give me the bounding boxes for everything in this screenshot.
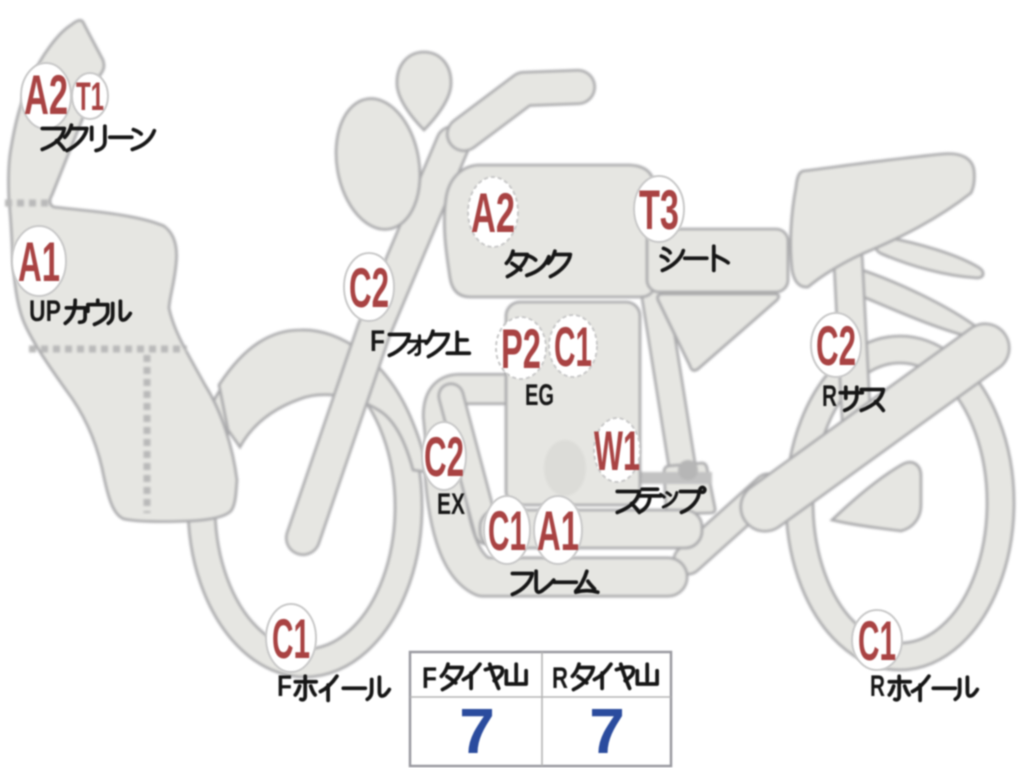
svg-text:7: 7 bbox=[589, 695, 625, 767]
svg-text:C2: C2 bbox=[816, 314, 856, 377]
svg-text:C1: C1 bbox=[554, 315, 592, 378]
svg-text:A2: A2 bbox=[471, 181, 515, 244]
svg-text:C1: C1 bbox=[858, 609, 896, 672]
svg-text:C2: C2 bbox=[424, 425, 464, 488]
svg-text:F: F bbox=[422, 662, 437, 695]
svg-text:A1: A1 bbox=[18, 230, 60, 293]
svg-text:T3: T3 bbox=[639, 178, 679, 241]
svg-text:P2: P2 bbox=[501, 317, 541, 380]
svg-text:R: R bbox=[822, 380, 837, 413]
svg-text:W1: W1 bbox=[594, 419, 640, 482]
svg-text:F: F bbox=[370, 325, 385, 358]
svg-text:T1: T1 bbox=[76, 75, 104, 119]
svg-text:F: F bbox=[277, 670, 292, 703]
svg-text:A1: A1 bbox=[537, 499, 579, 562]
svg-text:EG: EG bbox=[525, 379, 554, 412]
svg-text:A2: A2 bbox=[24, 63, 68, 126]
svg-text:EX: EX bbox=[437, 488, 465, 521]
svg-text:7: 7 bbox=[459, 695, 495, 767]
svg-text:R: R bbox=[552, 662, 568, 695]
svg-text:C1: C1 bbox=[272, 607, 310, 670]
svg-text:R: R bbox=[870, 670, 885, 703]
svg-text:UP: UP bbox=[29, 295, 61, 328]
svg-text:C1: C1 bbox=[488, 499, 526, 562]
svg-text:C2: C2 bbox=[349, 256, 389, 319]
